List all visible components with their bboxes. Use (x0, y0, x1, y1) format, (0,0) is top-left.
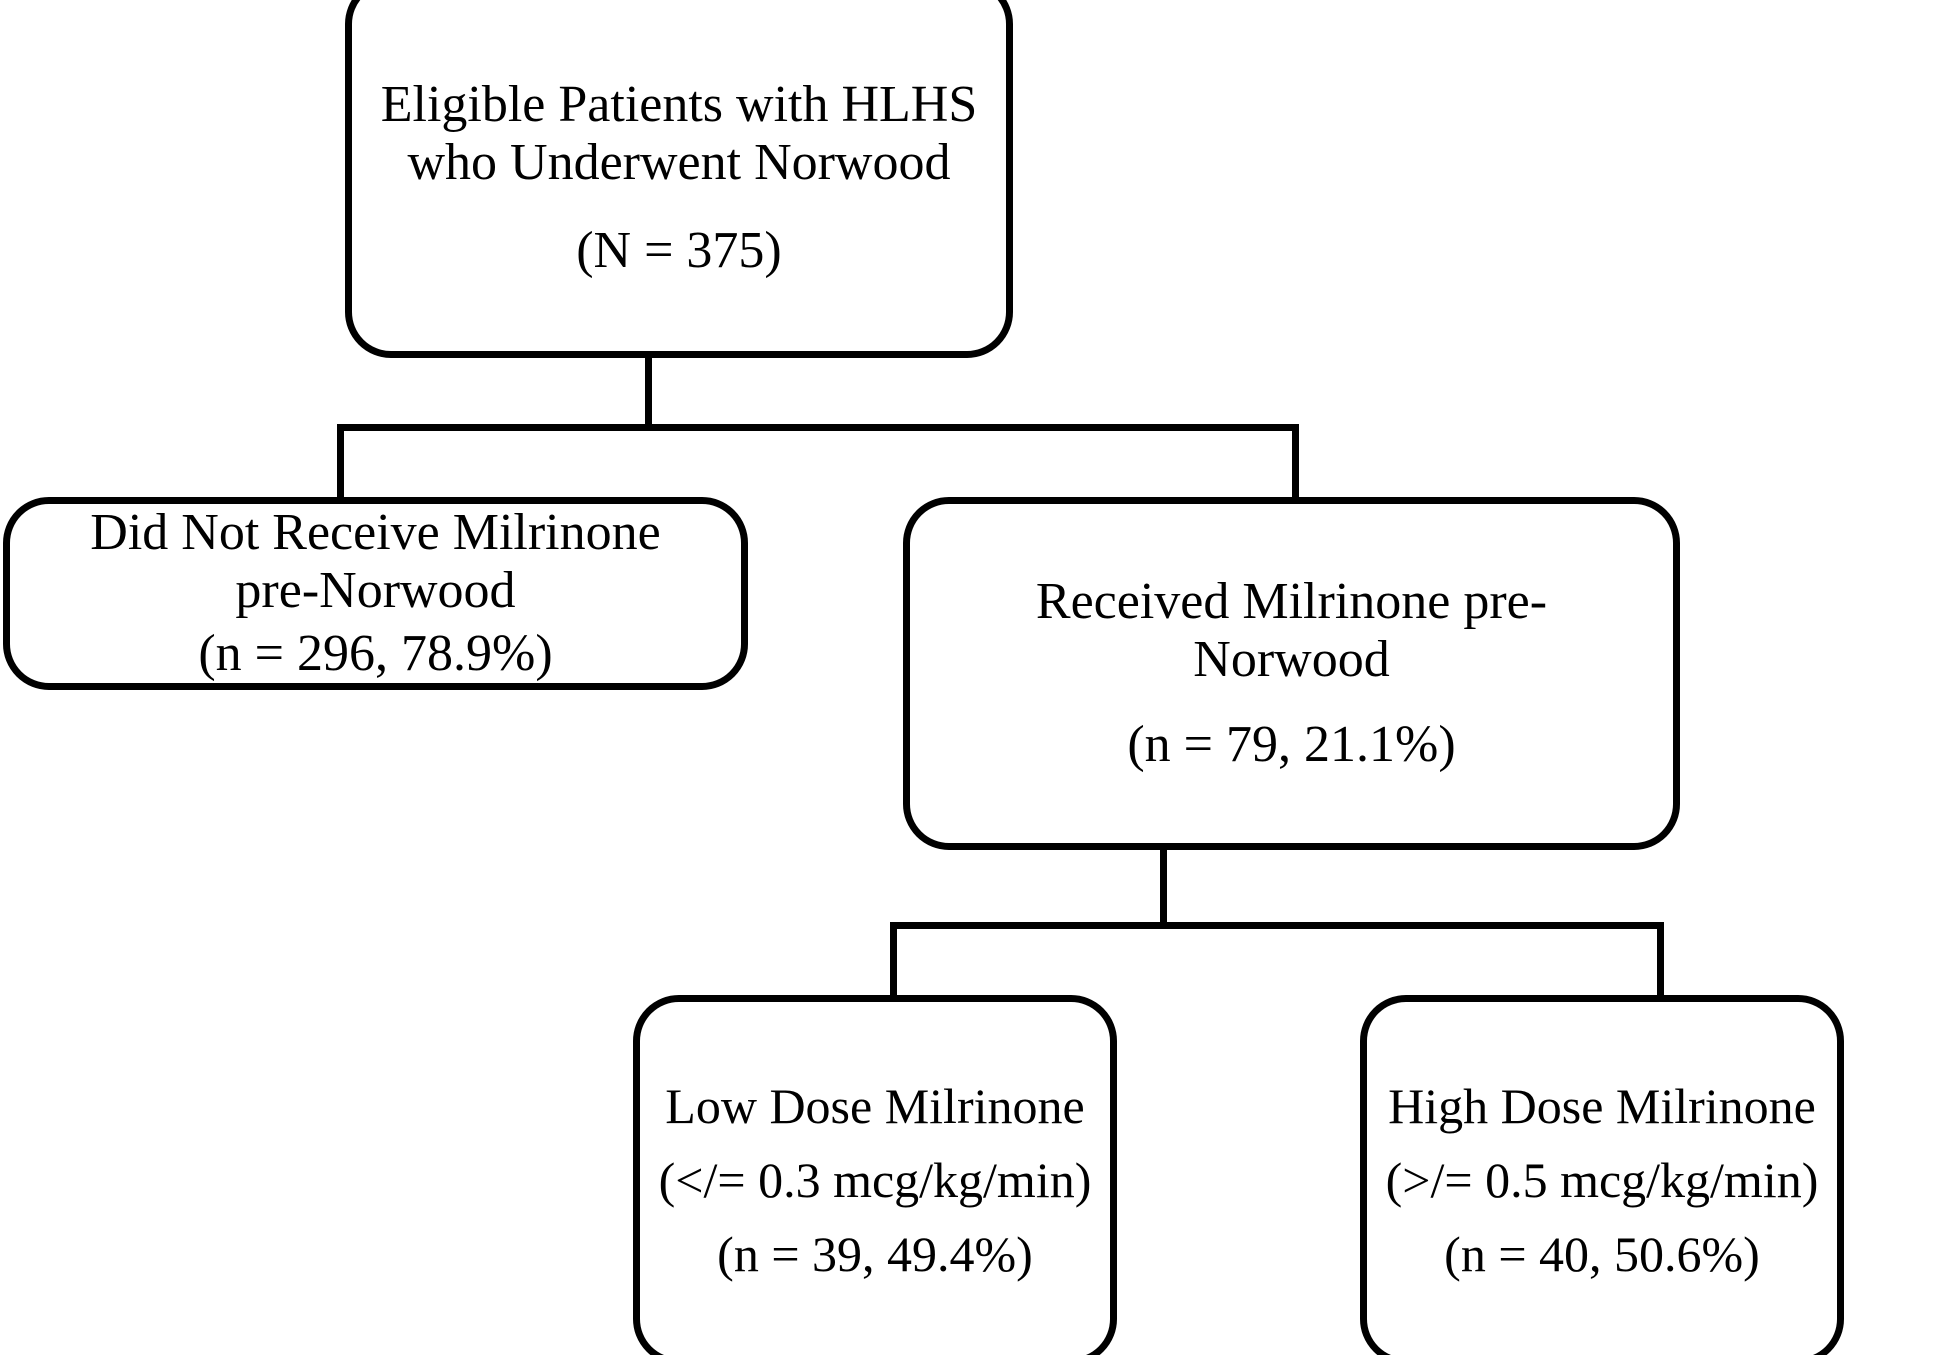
node-eligible-patients: Eligible Patients with HLHS who Underwen… (345, 0, 1013, 358)
node-low-dose-milrinone: Low Dose Milrinone (</= 0.3 mcg/kg/min) … (633, 995, 1117, 1355)
connector-level3-right-arm (1657, 922, 1664, 1000)
connector-level2-right-arm (1292, 424, 1299, 502)
node-high-dose-milrinone-count: (n = 40, 50.6%) (1444, 1226, 1760, 1282)
node-received-milrinone-line1: Received Milrinone pre- (1035, 573, 1548, 631)
connector-received-milrinone-stem (1160, 845, 1167, 929)
node-did-not-receive-milrinone-count: (n = 296, 78.9%) (198, 624, 553, 682)
connector-root-stem (645, 352, 652, 430)
node-eligible-patients-line2: who Underwent Norwood (407, 133, 951, 191)
connector-level2-horizontal-bar (337, 424, 1299, 431)
node-did-not-receive-milrinone-line2: pre-Norwood (235, 562, 516, 620)
node-low-dose-milrinone-line1: Low Dose Milrinone (665, 1078, 1085, 1134)
node-eligible-patients-line1: Eligible Patients with HLHS (380, 75, 978, 133)
node-high-dose-milrinone-line1: High Dose Milrinone (1388, 1078, 1816, 1134)
node-low-dose-milrinone-count: (n = 39, 49.4%) (717, 1226, 1033, 1282)
node-eligible-patients-count: (N = 375) (576, 222, 782, 280)
node-did-not-receive-milrinone: Did Not Receive Milrinone pre-Norwood (n… (3, 497, 748, 690)
node-high-dose-milrinone-line2: (>/= 0.5 mcg/kg/min) (1385, 1152, 1819, 1208)
connector-level3-left-arm (890, 922, 897, 1000)
node-received-milrinone: Received Milrinone pre- Norwood (n = 79,… (903, 497, 1680, 850)
node-did-not-receive-milrinone-line1: Did Not Receive Milrinone (90, 504, 661, 561)
node-received-milrinone-line2: Norwood (1193, 631, 1390, 689)
connector-level2-left-arm (337, 424, 344, 502)
connector-level3-horizontal-bar (890, 922, 1664, 929)
node-received-milrinone-count: (n = 79, 21.1%) (1127, 715, 1456, 773)
node-high-dose-milrinone: High Dose Milrinone (>/= 0.5 mcg/kg/min)… (1360, 995, 1844, 1355)
node-low-dose-milrinone-line2: (</= 0.3 mcg/kg/min) (658, 1152, 1092, 1208)
